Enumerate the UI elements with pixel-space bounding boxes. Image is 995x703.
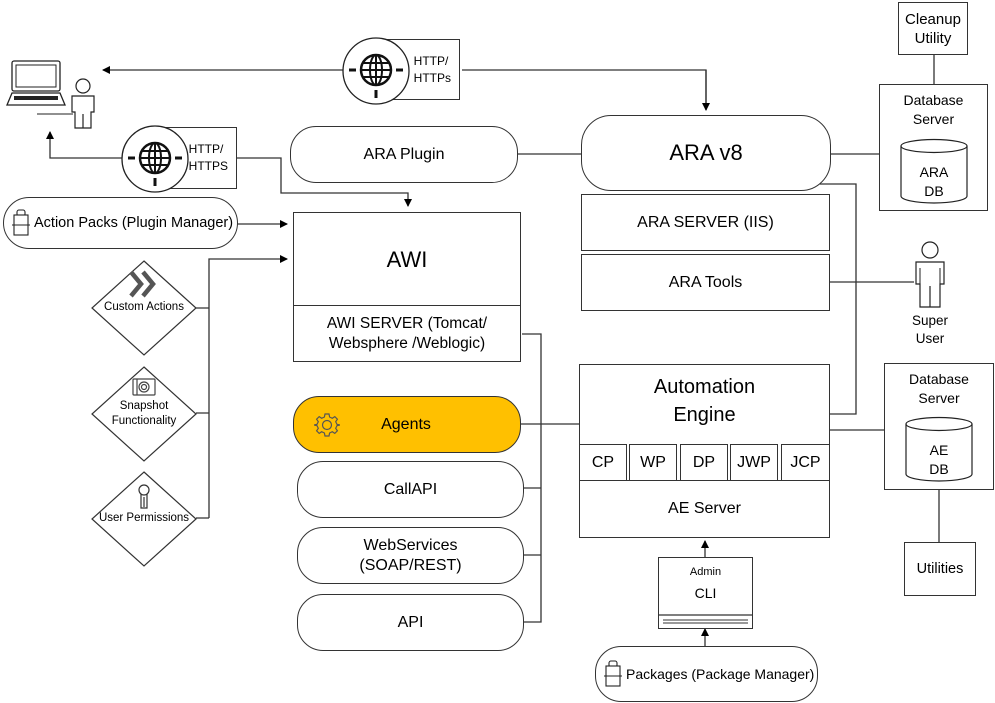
super-user-line1: Super bbox=[911, 313, 949, 328]
cleanup-line1: Cleanup bbox=[905, 10, 961, 28]
key-icon bbox=[138, 484, 150, 509]
packages-label: Packages (Package Manager) bbox=[626, 666, 815, 682]
ae-db-line1: AE bbox=[929, 442, 949, 458]
wire-left-proto-to-awi bbox=[236, 157, 412, 207]
awi-node[interactable]: AWI bbox=[293, 212, 521, 307]
api-node[interactable]: API bbox=[297, 594, 524, 651]
awi-server-node[interactable]: AWI SERVER (Tomcat/ Websphere /Weblogic) bbox=[293, 305, 521, 362]
super-user-label: Super User bbox=[900, 312, 960, 348]
ae-server-label: AE Server bbox=[668, 500, 741, 517]
desk-line bbox=[37, 113, 73, 115]
ae-db-server-line1: Database bbox=[909, 371, 969, 387]
action-packs-node[interactable]: Action Packs (Plugin Manager) bbox=[3, 197, 238, 249]
snapshot-line2: Functionality bbox=[111, 415, 177, 427]
agents-label: Agents bbox=[381, 415, 431, 433]
camera-icon bbox=[132, 378, 156, 396]
process-jcp-label: JCP bbox=[790, 453, 821, 471]
wire-ara-to-ae bbox=[820, 183, 857, 415]
wire-interfaces-bus bbox=[520, 333, 580, 623]
ara-db-server-line2: Server bbox=[912, 111, 955, 127]
ara-db-line1: ARA bbox=[919, 164, 949, 180]
custom-actions-diamond[interactable] bbox=[91, 260, 197, 356]
utilities-node[interactable]: Utilities bbox=[904, 542, 976, 596]
protocol-top-line1: HTTP/ bbox=[413, 53, 449, 68]
custom-actions-label: Custom Actions bbox=[104, 301, 184, 313]
ara-plugin-label: ARA Plugin bbox=[363, 145, 445, 163]
admin-cli-line2: CLI bbox=[694, 585, 717, 601]
snapshot-line1: Snapshot bbox=[119, 400, 169, 412]
protocol-left-line2: HTTPS bbox=[188, 159, 228, 173]
database-icon bbox=[900, 138, 968, 204]
process-jwp[interactable]: JWP bbox=[730, 444, 778, 481]
wire-ara-to-client bbox=[462, 69, 707, 103]
package-icon bbox=[604, 660, 622, 687]
ae-db-line2: DB bbox=[929, 461, 949, 477]
admin-cli-line1: Admin bbox=[689, 566, 722, 578]
process-cp[interactable]: CP bbox=[579, 444, 627, 481]
process-jwp-label: JWP bbox=[737, 453, 771, 471]
ae-server-node[interactable]: AE Server bbox=[579, 480, 830, 538]
ara-tools-node[interactable]: ARA Tools bbox=[581, 254, 830, 311]
wire-features-bus bbox=[196, 259, 287, 519]
globe-icon bbox=[121, 125, 189, 193]
cleanup-line2: Utility bbox=[914, 29, 952, 47]
webservices-line2: (SOAP/REST) bbox=[359, 556, 462, 574]
ae-db-label: AE DB bbox=[904, 441, 974, 479]
ara-db-label: ARA DB bbox=[899, 163, 969, 201]
packages-node[interactable]: Packages (Package Manager) bbox=[595, 646, 818, 702]
process-dp[interactable]: DP bbox=[680, 444, 728, 481]
laptop-icon bbox=[6, 60, 66, 106]
cleanup-utility-node[interactable]: Cleanup Utility bbox=[898, 2, 968, 55]
gear-icon bbox=[314, 413, 340, 437]
ara-v8-label: ARA v8 bbox=[669, 140, 743, 165]
ara-tools-label: ARA Tools bbox=[668, 273, 743, 291]
cli-footer-lines bbox=[658, 614, 753, 624]
protocol-top-line2: HTTPs bbox=[413, 70, 451, 85]
process-dp-label: DP bbox=[692, 453, 716, 471]
wire-left-proto-to-client bbox=[46, 131, 122, 159]
utilities-label: Utilities bbox=[916, 561, 964, 577]
ae-db-server-line2: Server bbox=[918, 390, 960, 406]
awi-label: AWI bbox=[386, 246, 428, 272]
ara-v8-node[interactable]: ARA v8 bbox=[581, 115, 831, 191]
callapi-node[interactable]: CallAPI bbox=[297, 461, 524, 518]
callapi-label: CallAPI bbox=[383, 480, 438, 498]
ae-title-line2: Engine bbox=[673, 404, 736, 426]
action-packs-label: Action Packs (Plugin Manager) bbox=[34, 215, 234, 231]
user-icon bbox=[71, 78, 95, 129]
ae-title-line1: Automation bbox=[653, 376, 756, 398]
ara-server-label: ARA SERVER (IIS) bbox=[637, 213, 774, 231]
process-cp-label: CP bbox=[591, 453, 615, 471]
snapshot-diamond[interactable] bbox=[91, 366, 197, 462]
admin-cli-node[interactable]: Admin CLI bbox=[658, 557, 753, 629]
awi-server-line1: AWI SERVER (Tomcat/ bbox=[326, 314, 488, 332]
process-jcp[interactable]: JCP bbox=[781, 444, 830, 481]
globe-icon bbox=[342, 37, 410, 105]
webservices-line1: WebServices bbox=[363, 536, 458, 554]
awi-server-line2: Websphere /Weblogic) bbox=[328, 334, 486, 352]
super-user-line2: User bbox=[915, 331, 945, 346]
user-icon bbox=[915, 241, 945, 308]
database-icon bbox=[905, 416, 973, 482]
ara-server-node[interactable]: ARA SERVER (IIS) bbox=[581, 194, 830, 251]
ara-db-line2: DB bbox=[924, 183, 944, 199]
snapshot-label: Snapshot Functionality bbox=[91, 399, 197, 429]
double-chevron-icon bbox=[129, 270, 156, 298]
ara-db-server-line1: Database bbox=[903, 92, 964, 108]
process-wp-label: WP bbox=[640, 453, 666, 471]
protocol-left-line1: HTTP/ bbox=[188, 142, 224, 156]
user-permissions-diamond[interactable] bbox=[91, 471, 197, 567]
package-icon bbox=[12, 209, 30, 236]
webservices-node[interactable]: WebServices (SOAP/REST) bbox=[297, 527, 524, 584]
ara-plugin-node[interactable]: ARA Plugin bbox=[290, 126, 518, 183]
api-label: API bbox=[397, 613, 424, 631]
user-permissions-label: User Permissions bbox=[98, 512, 190, 524]
process-wp[interactable]: WP bbox=[629, 444, 677, 481]
agents-node[interactable]: Agents bbox=[293, 396, 521, 453]
